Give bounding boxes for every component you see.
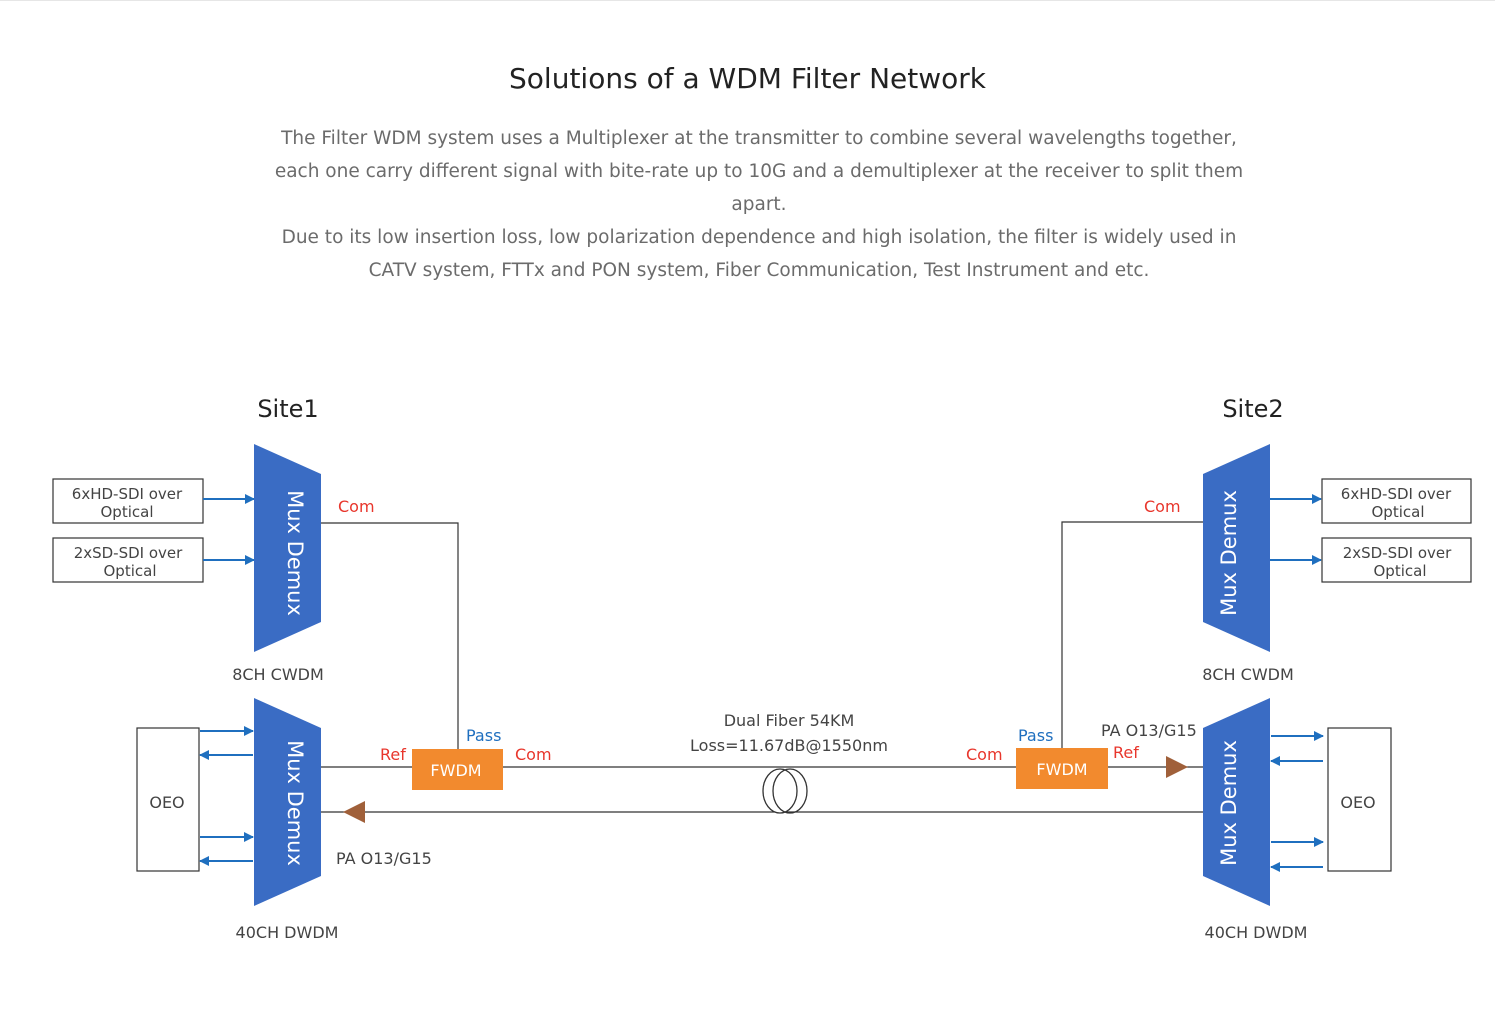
site1-fwdm-com-port: Com <box>515 745 552 764</box>
site2-sd-sdi-label-line1: 2xSD-SDI over <box>1343 544 1452 562</box>
site1-fwdm-box <box>412 749 503 790</box>
site1-fwdm-pass-port: Pass <box>466 726 501 745</box>
site2-fwdm-box <box>1016 748 1108 789</box>
site1-dwdm-label: 40CH DWDM <box>236 923 339 942</box>
site2-sd-sdi-output-box: 2xSD-SDI over Optical <box>1321 537 1472 583</box>
link-loss-label: Loss=11.67dB@1550nm <box>690 736 888 755</box>
site1-fwdm-ref-port: Ref <box>380 745 406 764</box>
site2-dwdm-mux-label: Mux Demux <box>1217 740 1241 866</box>
site1-hd-sdi-input-box: 6xHD-SDI over Optical <box>52 478 204 524</box>
site2-oeo-label: OEO <box>1340 793 1375 812</box>
site2-cwdm-com-port: Com <box>1144 497 1181 516</box>
site2-cwdm-label: 8CH CWDM <box>1202 665 1294 684</box>
site2-com-fiber <box>1061 521 1203 748</box>
top-divider <box>0 0 1495 1</box>
site1-cwdm-mux-demux <box>254 444 321 652</box>
site2-dwdm-label: 40CH DWDM <box>1205 923 1308 942</box>
site1-dwdm-mux-label: Mux Demux <box>283 740 307 866</box>
site1-oeo-box: OEO <box>136 727 200 872</box>
site2-title: Site2 <box>1222 395 1283 423</box>
site1-fwdm-label: FWDM <box>430 761 481 780</box>
description-paragraph-1: The Filter WDM system uses a Multiplexer… <box>274 128 1244 215</box>
site2-fwdm-com-port: Com <box>966 745 1003 764</box>
site2-sd-sdi-label-line2: Optical <box>1374 562 1427 580</box>
site1-dwdm-mux-demux <box>254 698 321 906</box>
site2-preamp-label: PA O13/G15 <box>1101 721 1197 740</box>
site1-cwdm-com-port: Com <box>338 497 375 516</box>
site1-oeo-label: OEO <box>149 793 184 812</box>
site2-cwdm-mux-demux <box>1203 444 1270 652</box>
site1-sd-sdi-input-box: 2xSD-SDI over Optical <box>52 537 204 583</box>
site2-fwdm-pass-port: Pass <box>1018 726 1053 745</box>
site1-title: Site1 <box>257 395 318 423</box>
site2-hd-sdi-label-line1: 6xHD-SDI over <box>1341 485 1452 503</box>
site1-cwdm-mux-label: Mux Demux <box>283 490 307 616</box>
site1-preamp-label: PA O13/G15 <box>336 849 432 868</box>
page-title: Solutions of a WDM Filter Network <box>509 62 986 95</box>
site1-hd-sdi-label-line1: 6xHD-SDI over <box>72 485 183 503</box>
description-paragraph-2: Due to its low insertion loss, low polar… <box>281 227 1237 281</box>
site2-fwdm-label: FWDM <box>1036 760 1087 779</box>
site2-hd-sdi-label-line2: Optical <box>1372 503 1425 521</box>
fiber-spool-icon <box>762 768 808 814</box>
link-distance-label: Dual Fiber 54KM <box>724 711 855 730</box>
site2-preamp-triangle <box>1166 756 1188 778</box>
site2-oeo-box: OEO <box>1327 727 1392 872</box>
site2-dwdm-mux-demux <box>1203 698 1270 906</box>
description: The Filter WDM system uses a Multiplexer… <box>260 122 1258 287</box>
site1-sd-sdi-label-line2: Optical <box>104 562 157 580</box>
site1-hd-sdi-label-line2: Optical <box>101 503 154 521</box>
site2-cwdm-mux-label: Mux Demux <box>1217 490 1241 616</box>
site1-preamp-triangle <box>343 801 365 823</box>
site1-com-fiber <box>321 522 459 749</box>
site2-hd-sdi-output-box: 6xHD-SDI over Optical <box>1321 478 1472 524</box>
site2-fwdm-ref-port: Ref <box>1113 743 1139 762</box>
site1-sd-sdi-label-line1: 2xSD-SDI over <box>74 544 183 562</box>
site1-cwdm-label: 8CH CWDM <box>232 665 324 684</box>
